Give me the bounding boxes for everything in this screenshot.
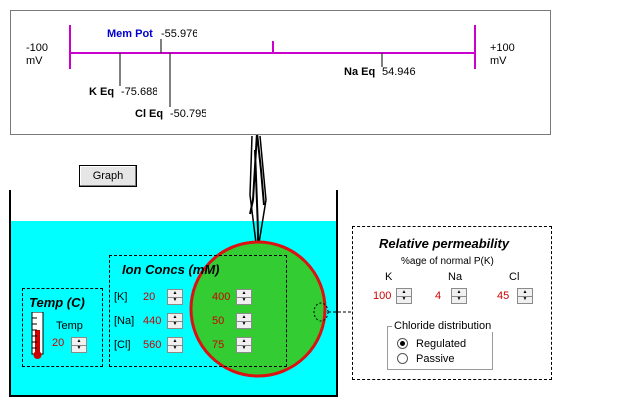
spin-up-icon[interactable]: ▲ — [452, 289, 466, 297]
cl-eq-label: Cl Eq — [135, 108, 164, 120]
spin-down-icon[interactable]: ▼ — [456, 296, 462, 302]
inside-k-spinner[interactable]: ▲▼ — [236, 289, 252, 305]
outside-na-spinner[interactable]: ▲▼ — [167, 313, 183, 329]
potential-meter-panel: -100 mV +100 mV Mem Pot -55.976 K Eq -75… — [10, 10, 551, 135]
inside-k-value: 400 — [212, 291, 231, 303]
spin-down-icon[interactable]: ▼ — [172, 321, 178, 327]
regulated-radio[interactable] — [397, 338, 408, 349]
spin-down-icon[interactable]: ▼ — [172, 297, 178, 303]
perm-cl-label: Cl — [509, 271, 520, 283]
outside-k-spinner[interactable]: ▲▼ — [167, 289, 183, 305]
scale-min-value: -100 — [26, 42, 49, 54]
mem-pot-value: -55.976 — [161, 28, 197, 40]
inside-cl-value: 75 — [212, 339, 225, 351]
spin-down-icon[interactable]: ▼ — [241, 297, 247, 303]
spin-down-icon[interactable]: ▼ — [76, 345, 82, 351]
outside-cl-value: 560 — [143, 339, 162, 351]
spin-up-icon[interactable]: ▲ — [237, 338, 251, 346]
spin-up-icon[interactable]: ▲ — [168, 290, 182, 298]
spin-down-icon[interactable]: ▼ — [172, 345, 178, 351]
scale-max-unit: mV — [490, 55, 507, 67]
perm-na-spinner[interactable]: ▲▼ — [451, 288, 467, 304]
potential-scale — [69, 25, 476, 107]
perm-cl-spinner[interactable]: ▲▼ — [517, 288, 533, 304]
temperature-title: Temp (C) — [29, 295, 85, 310]
k-eq-value: -75.688 — [121, 86, 157, 98]
outside-na-value: 440 — [143, 315, 162, 327]
temperature-value: 20 — [52, 337, 65, 349]
spin-up-icon[interactable]: ▲ — [237, 314, 251, 322]
perm-k-label: K — [385, 271, 393, 283]
chloride-distribution-title: Chloride distribution — [392, 320, 494, 332]
inside-na-value: 50 — [212, 315, 225, 327]
spin-down-icon[interactable]: ▼ — [522, 296, 528, 302]
mem-pot-label: Mem Pot — [107, 28, 153, 40]
outside-cl-spinner[interactable]: ▲▼ — [167, 337, 183, 353]
cl-eq-value: -50.795 — [170, 108, 206, 120]
cell-body — [189, 240, 327, 378]
temperature-spinner[interactable]: ▲▼ — [71, 337, 87, 353]
temperature-panel — [22, 288, 103, 367]
passive-label[interactable]: Passive — [416, 353, 455, 365]
na-eq-label: Na Eq — [344, 66, 376, 78]
outside-k-value: 20 — [143, 291, 156, 303]
electrode-icon — [249, 132, 265, 243]
scale-max-value: +100 — [490, 42, 515, 54]
thermometer-icon — [31, 312, 44, 359]
spin-up-icon[interactable]: ▲ — [397, 289, 411, 297]
ion-concs-panel — [109, 255, 287, 367]
scale-min-unit: mV — [26, 55, 43, 67]
spin-up-icon[interactable]: ▲ — [518, 289, 532, 297]
perm-na-value: 4 — [435, 290, 442, 302]
spin-up-icon[interactable]: ▲ — [168, 338, 182, 346]
spin-up-icon[interactable]: ▲ — [72, 338, 86, 346]
na-eq-value: 54.946 — [382, 66, 416, 78]
perm-cl-value: 45 — [497, 290, 510, 302]
graph-button[interactable]: Graph — [79, 165, 137, 187]
ion-label-k: [K] — [114, 291, 128, 303]
permeability-panel — [352, 226, 552, 380]
inside-na-spinner[interactable]: ▲▼ — [236, 313, 252, 329]
permeability-subtitle: %age of normal P(K) — [401, 256, 494, 267]
regulated-label[interactable]: Regulated — [416, 338, 467, 350]
perm-k-value: 100 — [373, 290, 392, 302]
spin-up-icon[interactable]: ▲ — [237, 290, 251, 298]
perm-na-label: Na — [448, 271, 463, 283]
permeability-title: Relative permeability — [379, 236, 510, 251]
passive-radio[interactable] — [397, 353, 408, 364]
k-eq-label: K Eq — [89, 86, 115, 98]
temperature-label: Temp — [56, 320, 83, 332]
ion-label-na: [Na] — [114, 315, 135, 327]
tank-outline — [9, 190, 338, 397]
spin-down-icon[interactable]: ▼ — [241, 321, 247, 327]
ion-concs-title: Ion Concs (mM) — [122, 262, 220, 277]
spin-down-icon[interactable]: ▼ — [401, 296, 407, 302]
perm-k-spinner[interactable]: ▲▼ — [396, 288, 412, 304]
spin-up-icon[interactable]: ▲ — [168, 314, 182, 322]
ion-label-cl: [Cl] — [114, 339, 131, 351]
inside-cl-spinner[interactable]: ▲▼ — [236, 337, 252, 353]
spin-down-icon[interactable]: ▼ — [241, 345, 247, 351]
